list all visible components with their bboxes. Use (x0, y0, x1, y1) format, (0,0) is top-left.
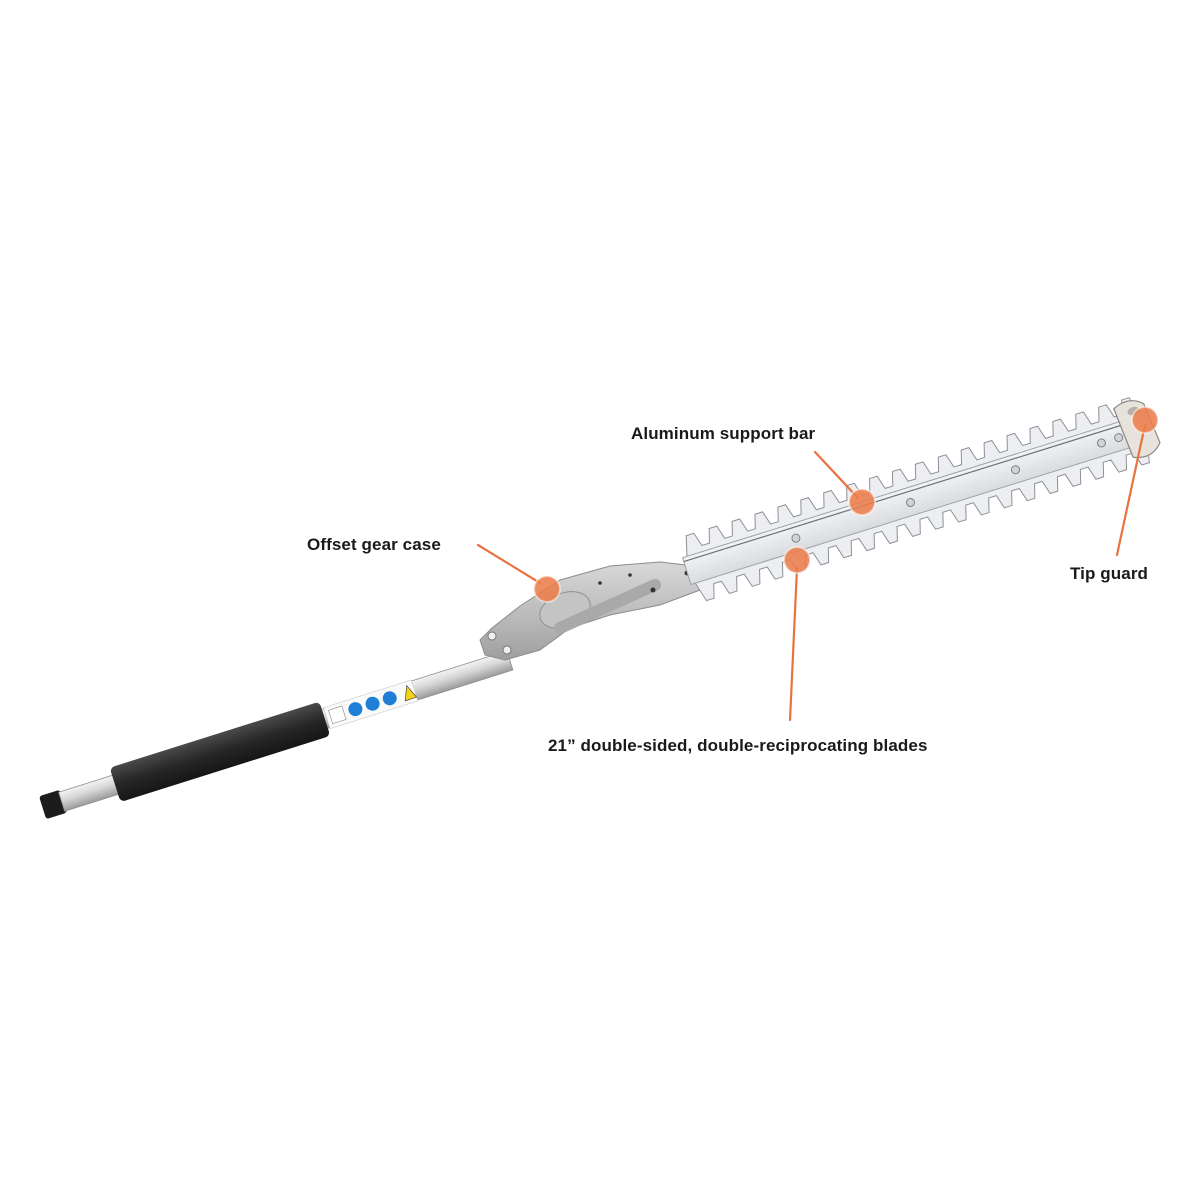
gear-case (479, 561, 701, 661)
handle-grip (110, 702, 330, 801)
leader-tip (1115, 423, 1147, 557)
marker-gear[interactable] (533, 575, 561, 603)
leader-gear (476, 543, 542, 585)
blade-assembly (681, 397, 1161, 602)
callout-label-tip-guard: Tip guard (1070, 564, 1149, 583)
callout-leaders (476, 423, 1147, 722)
callout-label-offset-gear-case: Offset gear case (307, 535, 441, 554)
gloves-icon (382, 691, 397, 706)
end-cap (39, 790, 67, 819)
ear-protection-icon (365, 696, 380, 711)
marker-aluminum[interactable] (848, 488, 876, 516)
lower-teeth (693, 439, 1150, 602)
manual-icon (328, 705, 347, 724)
marker-blades[interactable] (783, 546, 811, 574)
warning-icon (404, 684, 418, 702)
callout-markers (533, 406, 1159, 603)
callout-label-blades: 21” double-sided, double-reciprocating b… (548, 736, 928, 755)
safety-decal (323, 679, 419, 730)
shaft-assembly (39, 650, 514, 819)
leader-aluminum (813, 450, 860, 500)
eye-protection-icon (348, 702, 363, 717)
callout-label-aluminum-support-bar: Aluminum support bar (631, 424, 816, 443)
marker-tip[interactable] (1131, 406, 1159, 434)
leader-blades (788, 566, 799, 722)
upper-teeth (685, 397, 1141, 560)
